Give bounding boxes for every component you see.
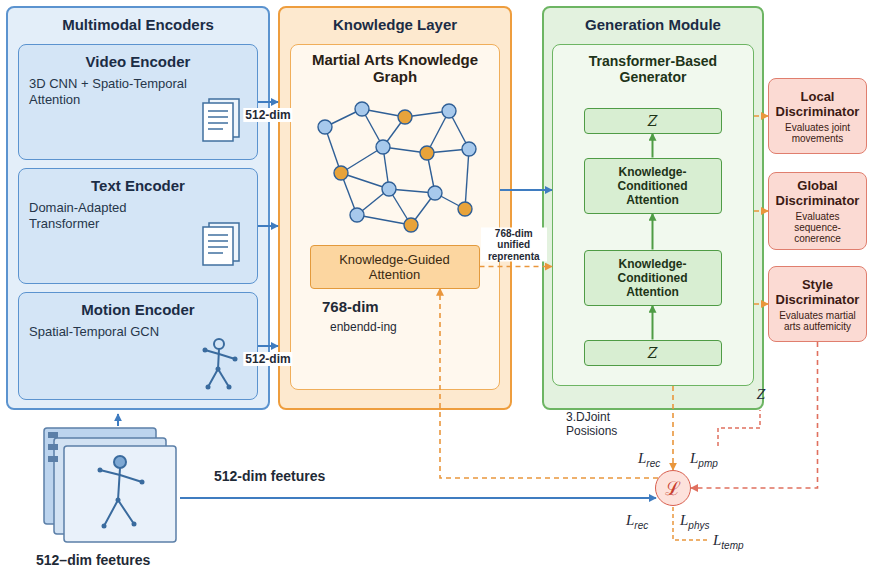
connector xyxy=(672,386,674,470)
node-title: Global Discriminator xyxy=(773,178,862,208)
document-icon xyxy=(199,221,245,269)
connector xyxy=(500,189,552,191)
annotation: Lpmp xyxy=(690,450,718,469)
connector xyxy=(258,101,278,103)
node-title: Multimodal Encoders xyxy=(8,8,268,33)
layer-box: Knowledge-Conditioned Attention xyxy=(584,250,722,306)
encoder-box: Motion EncoderSpatial-Temporal GCN xyxy=(18,292,258,400)
connector xyxy=(652,306,654,340)
encoder-box: Video Encoder 3D CNN + Spatio-Temporal At… xyxy=(18,44,258,160)
panel: Knowledge LayerMartial Arts Knowledge Gr… xyxy=(278,6,512,410)
node-body: Spatial-Temporal GCN xyxy=(29,324,189,340)
node-title: Z xyxy=(591,113,715,129)
annotation: Lrec xyxy=(638,450,660,469)
node-title: Motion Encoder xyxy=(29,301,247,318)
node-title: Video Encoder xyxy=(29,53,247,70)
node-title: Knowledge-Conditioned Attention xyxy=(591,165,715,207)
annotation: 512-dim feetures xyxy=(214,468,325,484)
edge-label: 512-dim xyxy=(243,352,292,366)
annotation: Ltemp xyxy=(713,532,744,551)
node-title: Knowledge Layer xyxy=(280,8,510,33)
connector xyxy=(258,225,278,227)
edge-label: 768-dim unified reprenenta xyxy=(481,227,547,262)
document-icon xyxy=(199,97,245,145)
node-title: Generation Module xyxy=(544,8,762,33)
loss-leader xyxy=(718,410,760,446)
loss-circle: ℒ xyxy=(655,470,691,506)
node-title: Knowledge-Guided Attention xyxy=(317,252,473,282)
encoder-box: Text EncoderDomain-Adapted Transformer xyxy=(18,168,258,284)
loss-leader xyxy=(673,507,709,540)
layer-box: Z xyxy=(584,340,722,366)
edge-label: 512-dim xyxy=(243,108,292,122)
node-title: Knowledge-Conditioned Attention xyxy=(591,257,715,299)
annotation: enbendd-ing xyxy=(330,320,397,334)
annotation: Lphys xyxy=(680,512,709,531)
skeleton-icon xyxy=(197,337,241,391)
connector xyxy=(652,214,654,250)
annotation: Lrec xyxy=(626,512,648,531)
discriminator-box: Style DiscriminatorEvaluates martial art… xyxy=(768,266,867,342)
node-body: Evaluates sequence-conerence xyxy=(773,211,862,244)
connector xyxy=(691,342,818,488)
input-thumbnail xyxy=(44,428,176,542)
panel: Generation ModuleTransformer-Based Gener… xyxy=(542,6,764,410)
graph-box: Martial Arts Knowledge GraphKnowledge-Gu… xyxy=(290,44,500,390)
connector xyxy=(754,303,768,305)
connector xyxy=(258,345,278,347)
feature-line xyxy=(180,497,656,499)
connector xyxy=(754,115,768,117)
connector xyxy=(440,289,658,479)
node-title: ℒ xyxy=(665,479,681,498)
connector xyxy=(652,134,654,158)
panel: Multimodal EncodersVideo Encoder 3D CNN +… xyxy=(6,6,270,410)
node-title: Z xyxy=(591,345,715,361)
discriminator-box: Local DiscriminatorEvaluates joint movem… xyxy=(768,78,867,154)
annotation: 768-dim xyxy=(322,298,379,315)
knowledge-graph-illustration xyxy=(307,97,483,237)
annotation: Z xyxy=(757,388,765,402)
connector xyxy=(480,266,553,268)
node-title: Text Encoder xyxy=(29,177,247,194)
attention-box: Knowledge-Guided Attention xyxy=(310,245,480,289)
input-arrow xyxy=(117,414,119,426)
node-body: Evaluates martial arts autfemicity xyxy=(773,310,862,332)
node-title: Style Discriminator xyxy=(773,277,862,307)
discriminator-box: Global DiscriminatorEvaluates sequence-c… xyxy=(768,172,867,250)
node-body: Domain-Adapted Transformer xyxy=(29,200,189,233)
annotation: 512–dim feetures xyxy=(36,552,150,568)
node-body: Evaluates joint movements xyxy=(773,122,862,144)
connector xyxy=(754,210,768,212)
node-title: Transformer-Based Generator xyxy=(553,45,753,85)
node-body: 3D CNN + Spatio-Temporal Attention xyxy=(29,76,189,109)
node-title: Local Discriminator xyxy=(773,89,862,119)
layer-box: Knowledge-Conditioned Attention xyxy=(584,158,722,214)
annotation: 3.DJoint Posisions xyxy=(566,410,644,439)
node-title: Martial Arts Knowledge Graph xyxy=(291,45,499,85)
layer-box: Z xyxy=(584,108,722,134)
